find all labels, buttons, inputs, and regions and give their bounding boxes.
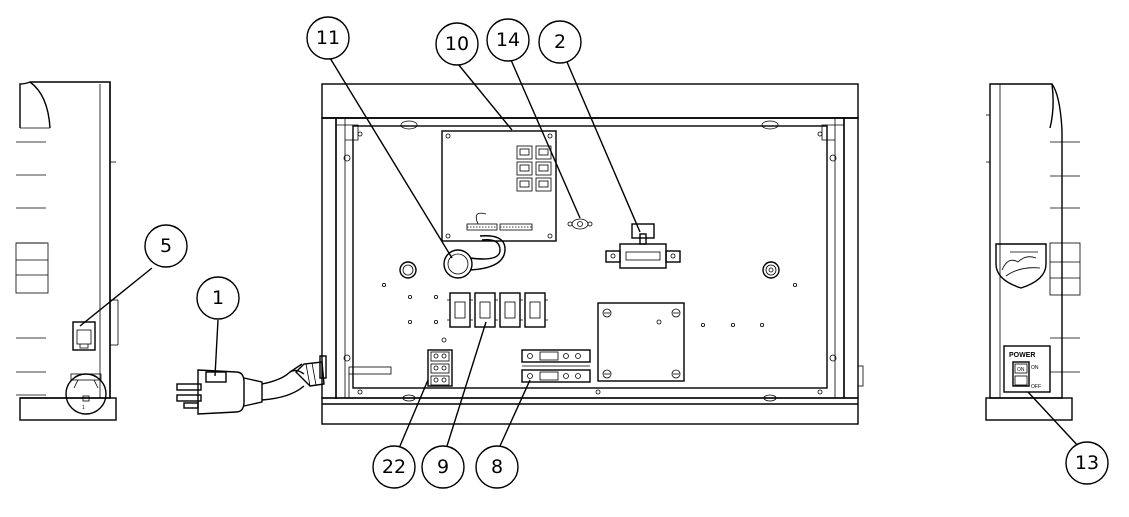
front-view	[321, 83, 864, 425]
svg-text:14: 14	[496, 29, 520, 51]
brand-emblem	[995, 243, 1047, 289]
svg-text:1: 1	[212, 287, 224, 309]
svg-text:11: 11	[316, 27, 340, 49]
switch-on-inner: ON	[1017, 367, 1025, 373]
right-side-view: POWER ON ON OFF OFF	[985, 83, 1081, 421]
svg-text:1: 1	[82, 405, 85, 411]
terminal-block-left	[427, 349, 453, 387]
callout-9: 9	[421, 445, 465, 489]
callout-13: 13	[1065, 441, 1109, 485]
svg-text:22: 22	[382, 456, 406, 478]
svg-text:13: 13	[1075, 452, 1099, 474]
switch-off-label: OFF	[1031, 384, 1041, 390]
left-side-view: 1	[15, 81, 119, 421]
callout-5: 5	[144, 224, 188, 268]
relays	[447, 292, 548, 328]
switch-on-label: ON	[1031, 365, 1039, 371]
svg-text:10: 10	[445, 33, 469, 55]
switch-off-inner: OFF	[1017, 379, 1027, 385]
terminal-strips	[521, 349, 591, 383]
callout-10: 10	[435, 22, 479, 66]
board-connectors	[516, 145, 552, 192]
svg-text:8: 8	[491, 456, 503, 478]
power-switch-panel: POWER ON ON OFF OFF	[1003, 345, 1051, 393]
callout-2: 2	[538, 20, 582, 64]
callout-1: 1	[196, 276, 240, 320]
callout-14: 14	[486, 18, 530, 62]
callout-8: 8	[475, 445, 519, 489]
switch-title: POWER	[1009, 352, 1035, 359]
callout-22: 22	[372, 445, 416, 489]
power-plug	[176, 355, 327, 415]
svg-text:9: 9	[437, 456, 449, 478]
svg-text:5: 5	[160, 235, 172, 257]
leader-lines	[79, 57, 1081, 454]
callout-11: 11	[306, 16, 350, 60]
svg-text:2: 2	[554, 31, 566, 53]
